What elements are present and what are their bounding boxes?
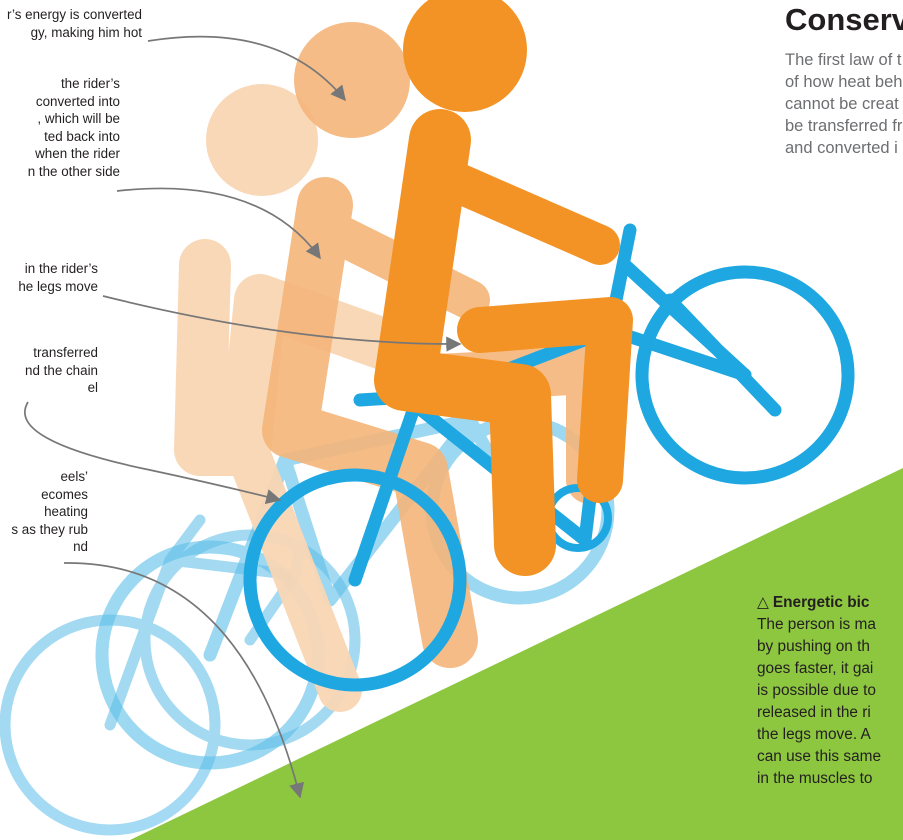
- callout-line: , which will be: [37, 111, 120, 126]
- main-rider: [374, 0, 633, 576]
- caption-line: can use this same: [757, 748, 882, 765]
- arrow-heat: [147, 35, 346, 102]
- callout-line: gy, making him hot: [30, 24, 142, 40]
- callout-muscles: in the rider’s he legs move: [18, 260, 98, 295]
- caption-line: goes faster, it gai: [757, 660, 874, 677]
- callout-heat: r’s energy is converted gy, making him h…: [7, 6, 142, 41]
- callout-line: the rider’s: [60, 76, 120, 91]
- triangle-icon: △: [757, 594, 769, 611]
- callout-line: nd: [73, 539, 88, 554]
- callout-line: in the rider’s: [24, 261, 98, 276]
- caption-body: The person is ma by pushing on th goes f…: [757, 614, 881, 790]
- callout-line: n the other side: [27, 163, 120, 179]
- callout-line: el: [87, 380, 98, 395]
- callout-line: ted back into: [44, 128, 120, 144]
- caption-line: by pushing on th: [757, 638, 870, 655]
- callout-line: nd the chain: [25, 362, 98, 378]
- intro-line: The first law of t: [785, 51, 902, 69]
- callout-line: heating: [44, 504, 88, 519]
- rider-head: [403, 0, 527, 112]
- arrow-potential: [116, 187, 321, 260]
- callout-line: eels’: [60, 469, 88, 484]
- green-hill: [130, 468, 903, 840]
- intro-line: cannot be creat: [785, 95, 899, 113]
- caption-line: released in the ri: [757, 704, 871, 721]
- callout-line: when the rider: [35, 146, 120, 161]
- intro-line: and converted i: [785, 139, 898, 157]
- caption-heading: △Energetic bic: [757, 592, 881, 614]
- caption-line: the legs move. A: [757, 726, 871, 743]
- callout-line: converted into: [35, 93, 120, 109]
- page-title: Conserva: [785, 2, 903, 37]
- caption-box: △Energetic bic The person is ma by pushi…: [757, 592, 881, 790]
- callout-line: he legs move: [18, 278, 98, 294]
- callout-chain: transferred nd the chain el: [25, 344, 98, 397]
- arrow-muscles: [102, 295, 462, 352]
- callout-line: transferred: [33, 345, 98, 360]
- arrow-chain: [24, 401, 282, 505]
- caption-line: The person is ma: [757, 616, 876, 633]
- callout-line: r’s energy is converted: [7, 7, 142, 22]
- intro-line: of how heat beh: [785, 73, 903, 91]
- arrow-friction: [63, 562, 305, 799]
- callout-friction: eels’ ecomes heating s as they rub nd: [11, 468, 88, 556]
- callout-line: ecomes: [41, 486, 88, 502]
- callout-arrows: [24, 35, 462, 799]
- rear-wheel: [243, 468, 467, 692]
- callout-potential: the rider’s converted into , which will …: [28, 75, 120, 180]
- front-wheel: [635, 265, 855, 485]
- caption-line: is possible due to: [757, 682, 876, 699]
- callout-line: s as they rub: [11, 521, 88, 537]
- intro-paragraph: The first law of t of how heat beh canno…: [785, 49, 902, 159]
- caption-heading-text: Energetic bic: [772, 594, 870, 611]
- caption-line: in the muscles to: [757, 770, 873, 787]
- intro-line: be transferred fr: [785, 117, 903, 135]
